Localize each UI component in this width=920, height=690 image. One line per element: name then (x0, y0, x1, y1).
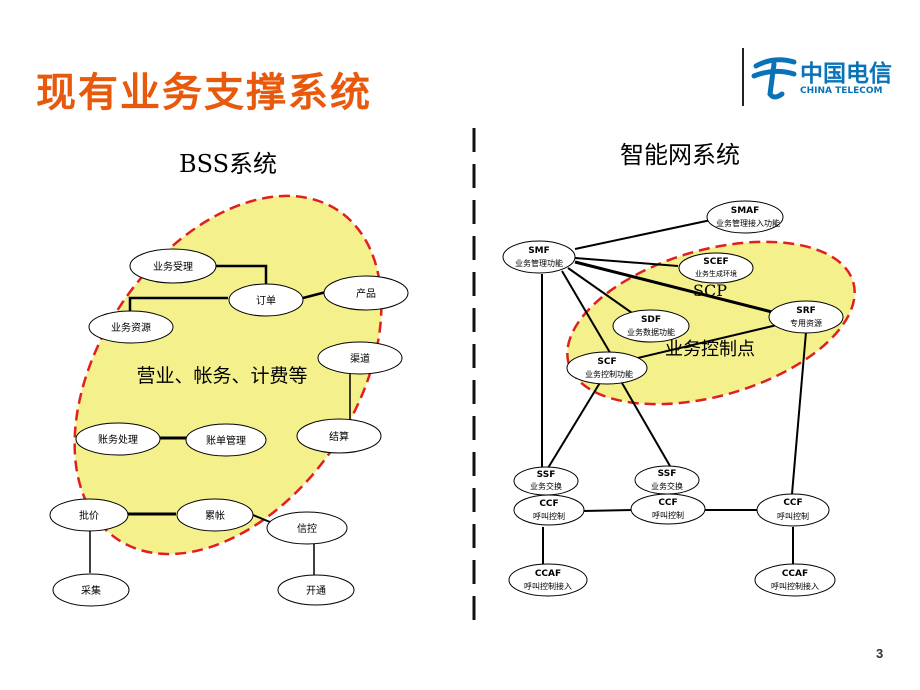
node-code: SCF (597, 357, 616, 367)
node-desc: 呼叫控制 (652, 510, 684, 520)
node-desc: 呼叫控制接入 (524, 581, 572, 591)
node-desc: 业务生成环境 (695, 269, 737, 278)
node-label: 采集 (81, 584, 101, 597)
in-node-scf: SCF 业务控制功能 (566, 351, 648, 385)
node-label: 信控 (297, 522, 317, 535)
node-desc: 专用资源 (790, 318, 822, 328)
node-label: 业务受理 (153, 260, 193, 273)
node-code: CCF (783, 498, 802, 508)
in-node-ccf-2: CCF 呼叫控制 (630, 493, 706, 525)
in-node-ccaf-1: CCAF 呼叫控制接入 (508, 563, 588, 597)
control-point-label: 业务控制点 (665, 339, 755, 360)
bss-node-yewu-shouli: 业务受理 (129, 248, 217, 284)
in-connectors (541, 219, 807, 565)
in-node-ssf-1: SSF 业务交换 (513, 466, 579, 496)
bss-node-caiji: 采集 (52, 573, 130, 607)
node-code: CCAF (782, 569, 808, 579)
node-desc: 业务管理接入功能 (716, 218, 780, 228)
in-node-smaf: SMAF 业务管理接入功能 (706, 200, 784, 234)
node-code: CCAF (535, 569, 561, 579)
node-label: 业务资源 (111, 321, 151, 334)
node-label: 开通 (306, 585, 326, 597)
bss-node-leizhang: 累帐 (176, 498, 254, 532)
logo-divider (742, 48, 744, 106)
bss-connectors (89, 264, 351, 576)
node-desc: 业务交换 (651, 481, 683, 491)
bss-node-kaitong: 开通 (277, 574, 355, 606)
node-label: 结算 (329, 430, 349, 443)
page-title: 现有业务支撑系统 (36, 70, 372, 116)
node-code: CCF (539, 499, 558, 509)
in-node-ccf-1: CCF 呼叫控制 (513, 494, 585, 526)
node-code: CCF (658, 498, 677, 508)
node-code: SDF (641, 315, 661, 325)
bss-node-yewu-ziyuan: 业务资源 (88, 310, 174, 344)
in-node-ccaf-2: CCAF 呼叫控制接入 (754, 563, 836, 597)
node-label: 渠道 (350, 352, 370, 365)
node-label: 产品 (356, 287, 376, 300)
bss-region-label: 营业、帐务、计费等 (136, 365, 307, 387)
in-node-ssf-2: SSF 业务交换 (634, 465, 700, 495)
in-heading: 智能网系统 (620, 141, 740, 169)
logo-subtext: CHINA TELECOM (800, 86, 883, 96)
bss-node-jiesuan: 结算 (296, 418, 382, 454)
bss-node-chanpin: 产品 (323, 275, 409, 311)
node-desc: 呼叫控制 (533, 511, 565, 521)
in-node-scef: SCEF 业务生成环境 (678, 252, 754, 284)
bss-node-zhangwu-chuli: 账务处理 (75, 422, 161, 456)
node-label: 累帐 (205, 509, 225, 522)
node-desc: 呼叫控制接入 (771, 581, 819, 591)
node-code: SMAF (731, 206, 760, 216)
node-label: 批价 (79, 509, 99, 522)
logo-text: 中国电信 (800, 61, 892, 87)
node-label: 账单管理 (206, 434, 246, 447)
bss-node-dingdan: 订单 (228, 283, 304, 317)
node-code: SSF (658, 469, 677, 479)
page-number: 3 (876, 646, 884, 661)
node-code: SMF (528, 246, 550, 256)
node-code: SSF (537, 470, 556, 480)
in-node-sdf: SDF 业务数据功能 (612, 309, 690, 343)
bss-heading: BSS系统 (179, 150, 277, 178)
node-desc: 业务数据功能 (627, 327, 675, 337)
node-desc: 呼叫控制 (777, 511, 809, 521)
bss-node-zhangdan-guanli: 账单管理 (185, 423, 267, 457)
node-desc: 业务交换 (530, 481, 562, 491)
in-node-srf: SRF 专用资源 (768, 300, 844, 334)
node-label: 订单 (256, 295, 276, 307)
in-node-smf: SMF 业务管理功能 (502, 240, 576, 274)
node-desc: 业务控制功能 (585, 369, 633, 379)
node-desc: 业务管理功能 (515, 258, 563, 268)
in-node-ccf-3: CCF 呼叫控制 (756, 493, 830, 527)
bss-node-pijia: 批价 (49, 498, 129, 532)
node-label: 账务处理 (98, 433, 138, 446)
scp-label: SCP (693, 281, 727, 300)
bss-node-qudao: 渠道 (317, 341, 403, 375)
node-code: SCEF (703, 257, 728, 267)
bss-node-xinkong: 信控 (266, 511, 348, 545)
node-code: SRF (796, 306, 816, 316)
china-telecom-logo-icon (751, 57, 797, 100)
